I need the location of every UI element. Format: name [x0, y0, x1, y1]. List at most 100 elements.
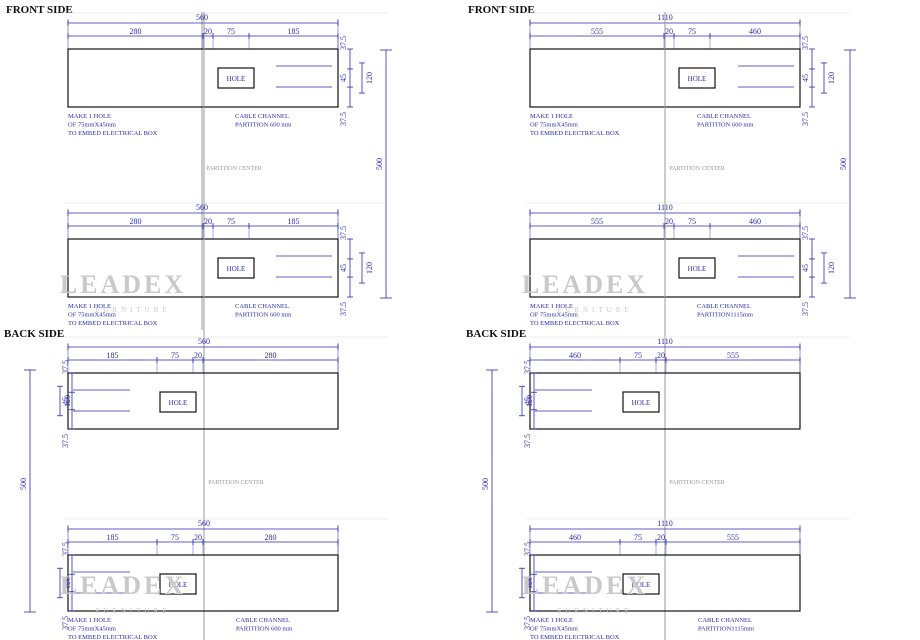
panel-3-piece-2-seg-label-2: 75: [171, 533, 179, 542]
panel-3-piece-1-seg-label-4: 280: [265, 351, 277, 360]
panel-4-piece-2-seg-label-2: 75: [634, 533, 642, 542]
panel-2-piece-2-cable-label-1: CABLE CHANNEL: [697, 303, 751, 310]
panel-1-piece-1-seg-label-4: 185: [288, 27, 300, 36]
panel-3-piece-2-seg-label-3: 20: [194, 533, 202, 542]
panel-1-piece-1-seg-label-1: 280: [130, 27, 142, 36]
panel-3-piece-1-side-dim-bottom: 37.5: [61, 434, 70, 448]
panel-1-piece-2-total-dim-label: 560: [196, 203, 208, 212]
panel-4-piece-2-note-line-3: TO EMBED ELECTRICAL BOX: [530, 634, 620, 640]
panel-3-watermark-sub: FURNITURE: [95, 607, 170, 615]
panel-2-partition-center-label: PARTITION CENTER: [669, 166, 725, 172]
panel-3-piece-2-note-line-1: MAKE 1 HOLE: [68, 617, 111, 624]
panel-2-piece-1-cable-label-2: PARTITION 600 mm: [697, 122, 753, 129]
panel-2-piece-1-note-line-3: TO EMBED ELECTRICAL BOX: [530, 130, 620, 137]
panel-4-piece-2-side-dim-mid: 45: [523, 579, 532, 587]
panel-3-piece-1-side-dim-mid: 45: [61, 397, 70, 405]
panel-4-piece-2-panel-outline: [529, 554, 801, 612]
panel-3-piece-1-side-total-label: 120: [63, 395, 72, 407]
panel-4-piece-2-side-dim-top: 37.5: [523, 542, 532, 556]
panel-4-piece-1-side-dim-mid: 45: [523, 397, 532, 405]
panel-2-piece-2-seg-label-2: 20: [665, 217, 673, 226]
panel-3-piece-2-side-dim-mid: 45: [61, 579, 70, 587]
panel-1-piece-2-side-dim-top: 37.5: [339, 226, 348, 240]
panel-3-piece-2-side-total-label: 120: [63, 577, 72, 589]
panel-2-piece-2-hole-label: HOLE: [688, 265, 707, 273]
panel-2-piece-2-side-total-label: 120: [827, 262, 836, 274]
panel-2-piece-2-cable-label-2: PARTITION1115mm: [697, 312, 753, 319]
panel-1-piece-2-hole-label: HOLE: [227, 265, 246, 273]
panel-2-piece-1-side-dim-top: 37.5: [801, 36, 810, 50]
panel-3-piece-2-seg-label-4: 280: [265, 533, 277, 542]
panel-3-piece-2-note-line-3: TO EMBED ELECTRICAL BOX: [68, 634, 158, 640]
panel-3-piece-2-side-dim-bottom: 37.5: [61, 616, 70, 630]
panel-4-piece-2-hole-label: HOLE: [632, 581, 651, 589]
panel-1-title: FRONT SIDE: [6, 4, 73, 16]
panel-2-piece-2-seg-label-3: 75: [688, 217, 696, 226]
panel-3-piece-1-side-dim-top: 37.5: [61, 360, 70, 374]
panel-2-piece-1-hole-label: HOLE: [688, 75, 707, 83]
panel-3-piece-1-panel-outline: [67, 372, 339, 430]
panel-3-piece-1-total-dim-label: 560: [198, 337, 210, 346]
panel-4-title: BACK SIDE: [466, 328, 527, 340]
panel-3-piece-2-note-line-2: OF 75mmX45mm: [68, 626, 116, 633]
panel-1-piece-2-seg-label-2: 20: [204, 217, 212, 226]
panel-3-watermark-logo: LEADEX: [60, 571, 186, 600]
panel-2-piece-2-note-line-2: OF 75mmX45mm: [530, 312, 578, 319]
panel-1-piece-2-seg-label-1: 280: [130, 217, 142, 226]
panel-2-piece-2-side-dim-mid: 45: [801, 264, 810, 272]
panel-2-piece-1-note-line-2: OF 75mmX45mm: [530, 122, 578, 129]
panel-2-watermark-logo: LEADEX: [522, 270, 648, 299]
panel-1-piece-1-side-dim-top: 37.5: [339, 36, 348, 50]
panel-2-piece-2-side-dim-top: 37.5: [801, 226, 810, 240]
panel-2-piece-1-hole-box: [678, 67, 716, 89]
panel-2-piece-2-seg-label-4: 460: [749, 217, 761, 226]
panel-3-piece-2-seg-label-1: 185: [107, 533, 119, 542]
panel-1-piece-1-seg-label-3: 75: [227, 27, 235, 36]
panel-2-piece-1-seg-label-2: 20: [665, 27, 673, 36]
panel-4-piece-2-hole-box: [622, 573, 660, 595]
panel-3-piece-1-seg-label-1: 185: [107, 351, 119, 360]
panel-4-piece-2-cable-label-2: PARTITION1115mm: [698, 626, 754, 633]
panel-1-watermark-sub: FURNITURE: [95, 306, 170, 314]
panel-4-piece-2-side-dim-bottom: 37.5: [523, 616, 532, 630]
panel-3-piece-1-seg-label-3: 20: [194, 351, 202, 360]
panel-2-piece-2-note-line-3: TO EMBED ELECTRICAL BOX: [530, 320, 620, 327]
panel-1-piece-2-side-total-label: 120: [365, 262, 374, 274]
panel-1-piece-2-seg-label-4: 185: [288, 217, 300, 226]
panel-4-piece-1-seg-label-3: 20: [657, 351, 665, 360]
panel-4-piece-2-note-line-1: MAKE 1 HOLE: [530, 617, 573, 624]
panel-4-piece-1-side-dim-bottom: 37.5: [523, 434, 532, 448]
panel-1-piece-1-hole-label: HOLE: [227, 75, 246, 83]
panel-1-partition-center-label: PARTITION CENTER: [206, 166, 262, 172]
panel-4-piece-2-seg-label-1: 460: [569, 533, 581, 542]
panel-1-piece-1-side-total-label: 120: [365, 72, 374, 84]
panel-1-piece-1-cable-label-1: CABLE CHANNEL: [235, 113, 289, 120]
panel-4-height-dim-label: 500: [481, 478, 490, 490]
panel-2-piece-2-seg-label-1: 555: [591, 217, 603, 226]
panel-1-piece-1-note-line-1: MAKE 1 HOLE: [68, 113, 111, 120]
panel-2-piece-1-side-dim-mid: 45: [801, 74, 810, 82]
panel-4-piece-1-hole-box: [622, 391, 660, 413]
panel-4-piece-2-total-dim-label: 1110: [657, 519, 672, 528]
panel-1-height-dim-label: 500: [375, 158, 384, 170]
panel-3-piece-1-hole-box: [159, 391, 197, 413]
panel-1-piece-1-hole-box: [217, 67, 255, 89]
panel-4-piece-2-side-total-label: 120: [525, 577, 534, 589]
panel-2-piece-1-seg-label-4: 460: [749, 27, 761, 36]
panel-4-piece-1-side-total-label: 120: [525, 395, 534, 407]
panel-4-piece-2-note-line-2: OF 75mmX45mm: [530, 626, 578, 633]
panel-4-piece-1-seg-label-2: 75: [634, 351, 642, 360]
panel-1-piece-2-side-dim-bottom: 37.5: [339, 302, 348, 316]
panel-3-piece-2-side-dim-top: 37.5: [61, 542, 70, 556]
panel-2-piece-1-side-dim-bottom: 37.5: [801, 112, 810, 126]
panel-3-partition-center-label: PARTITION CENTER: [208, 480, 264, 486]
panel-2-piece-1-side-total-label: 120: [827, 72, 836, 84]
panel-3-piece-2-hole-label: HOLE: [169, 581, 188, 589]
panel-2-piece-1-seg-label-1: 555: [591, 27, 603, 36]
panel-1-piece-1-note-line-2: OF 75mmX45mm: [68, 122, 116, 129]
panel-2-piece-2-hole-box: [678, 257, 716, 279]
panel-3-piece-1-hole-label: HOLE: [169, 399, 188, 407]
panel-1-piece-2-side-dim-mid: 45: [339, 264, 348, 272]
panel-3-piece-2-total-dim-label: 560: [198, 519, 210, 528]
panel-2-piece-1-cable-label-1: CABLE CHANNEL: [697, 113, 751, 120]
